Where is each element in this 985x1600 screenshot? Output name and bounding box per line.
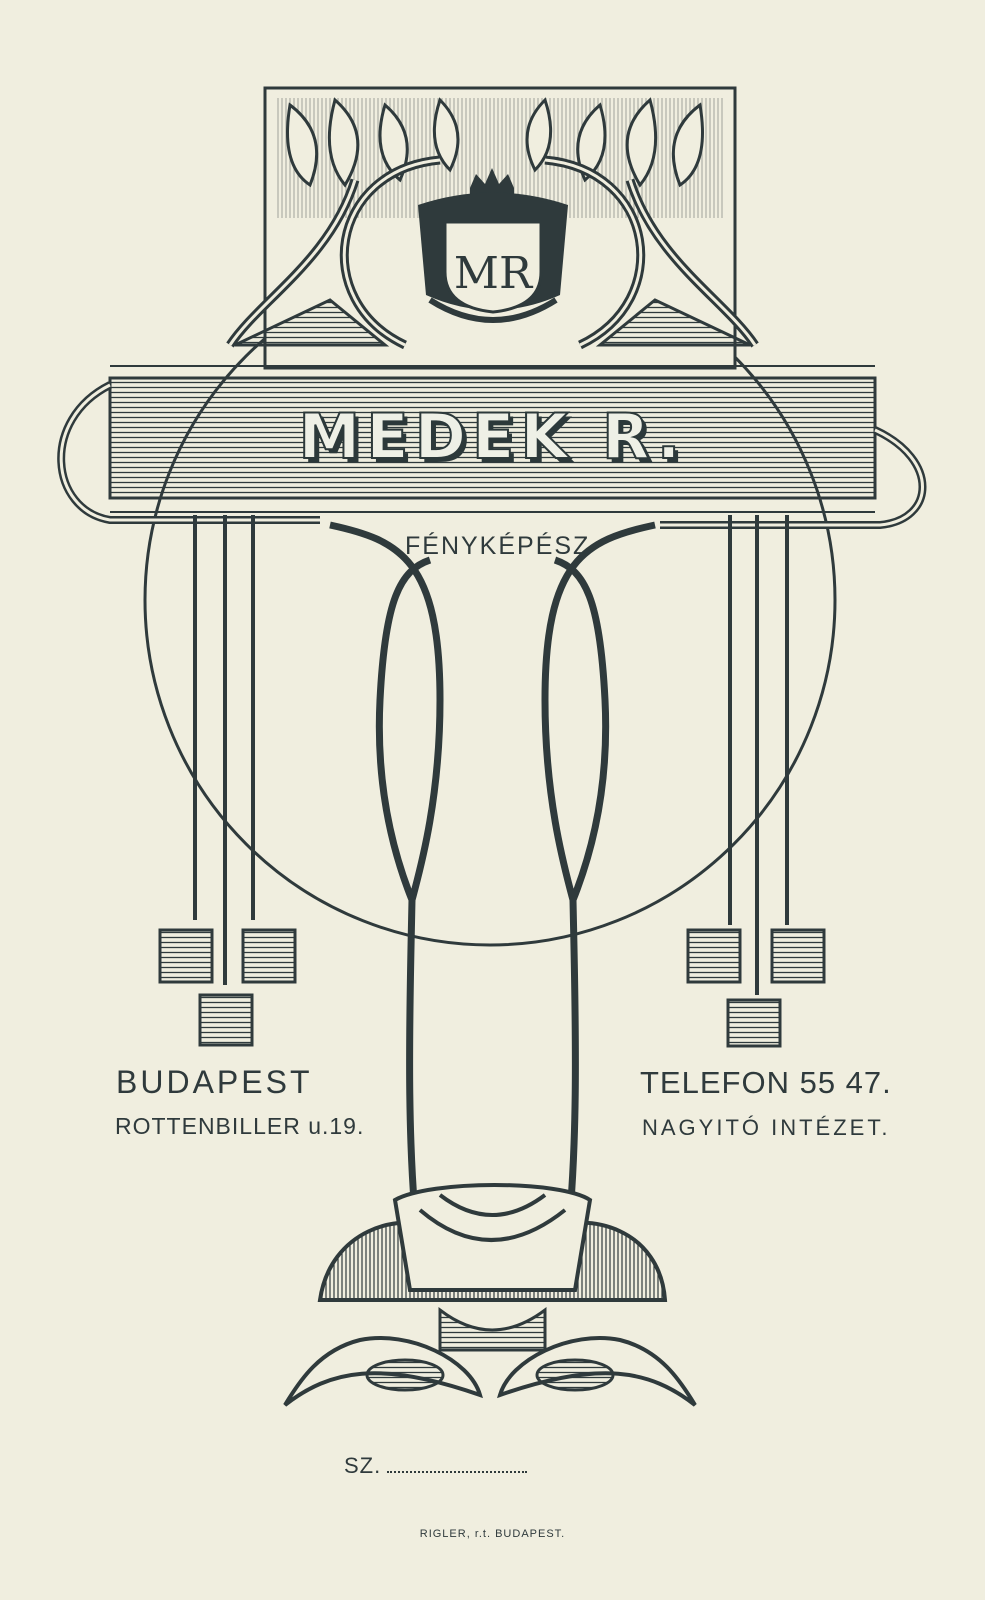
right-pendants [728,515,789,995]
coat-of-arms-icon: MR [418,168,568,323]
lotus-ornament-icon [283,1183,697,1407]
studio-name: MEDEK R. [298,399,687,474]
serial-label: SZ. [344,1453,382,1478]
address-label: ROTTENBILLER u.19. [115,1113,365,1139]
printer-credit: RIGLER, r.t. BUDAPEST. [419,1528,566,1540]
serial-field: SZ. [344,1453,528,1479]
profession-label: FÉNYKÉPÉSZ [405,532,591,560]
institute-label: NAGYITÓ INTÉZET. [642,1115,891,1140]
name-banner [108,365,877,513]
city-label: BUDAPEST [116,1064,313,1100]
phone-label: TELEFON 55 47. [640,1065,892,1100]
serial-blank-line [387,1471,528,1473]
leaf-tassel-icon [686,928,826,1048]
central-stems [329,521,656,1261]
left-pendants [193,515,255,985]
leaf-tassel-icon [158,928,297,1047]
crown-icon [470,168,514,188]
monogram: MR [454,248,534,299]
